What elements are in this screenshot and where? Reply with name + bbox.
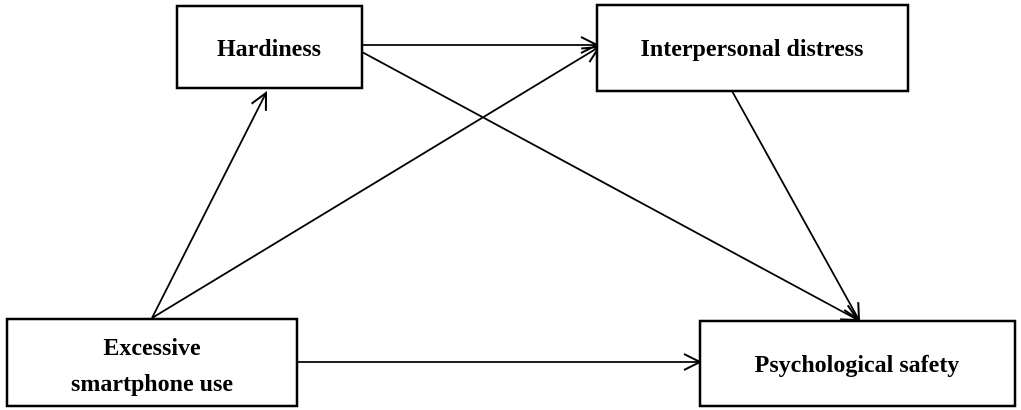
edge-smartphone-use-to-interpersonal-distress xyxy=(151,47,599,319)
node-psychological-safety: Psychological safety xyxy=(698,319,1017,408)
node-hardiness: Hardiness xyxy=(175,4,364,90)
node-hardiness-label: Hardiness xyxy=(217,36,321,62)
node-psychological-safety-label: Psychological safety xyxy=(755,352,960,378)
node-excessive-smartphone-use: Excessive smartphone use xyxy=(5,317,299,408)
edges xyxy=(151,45,859,362)
edge-smartphone-use-to-hardiness xyxy=(151,93,266,319)
node-excessive-smartphone-use-label-line2: smartphone use xyxy=(71,371,233,397)
node-interpersonal-distress-label: Interpersonal distress xyxy=(641,36,864,62)
edge-hardiness-to-psychological-safety xyxy=(361,51,858,320)
node-interpersonal-distress: Interpersonal distress xyxy=(595,3,910,93)
edge-interpersonal-distress-to-psychological-safety xyxy=(731,90,859,320)
node-excessive-smartphone-use-label-line1: Excessive xyxy=(103,335,201,361)
